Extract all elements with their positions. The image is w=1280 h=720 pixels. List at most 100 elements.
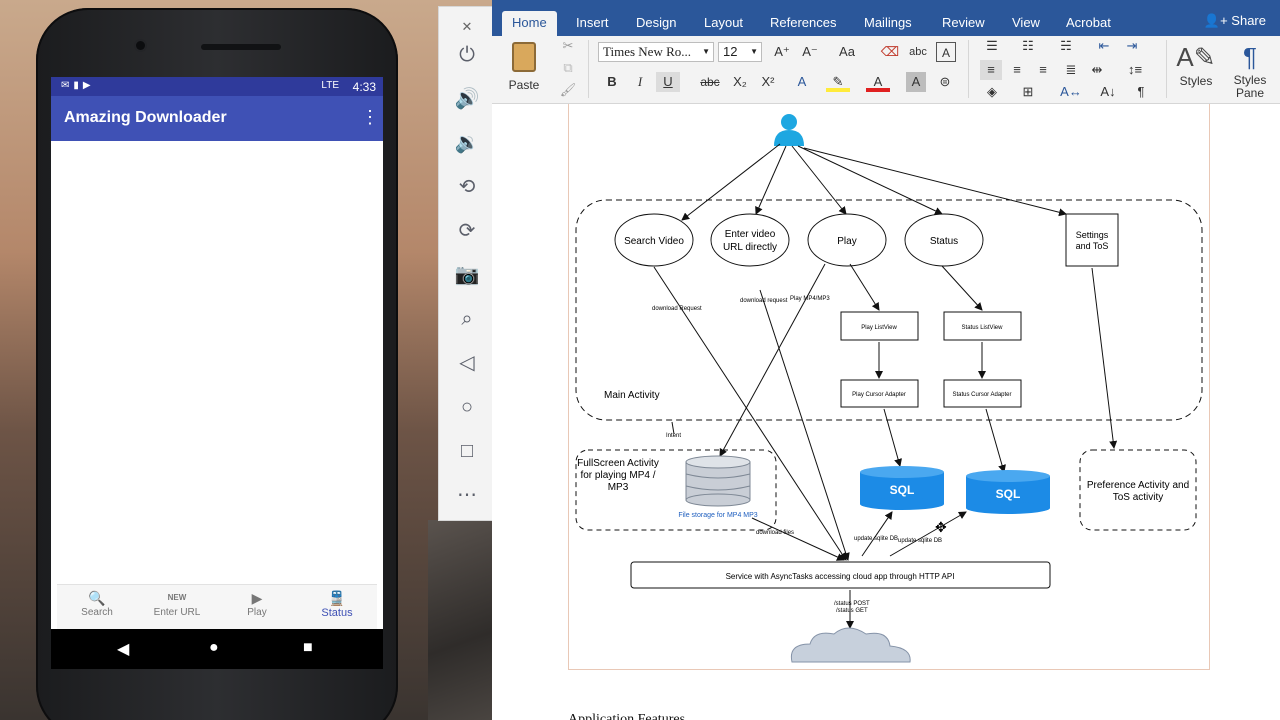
sort-icon[interactable]: A↓ (1100, 84, 1116, 99)
clipboard-icon (512, 42, 536, 72)
cut-icon[interactable]: ✂ (562, 38, 574, 53)
edge-label-status-post: /status POST (834, 601, 870, 607)
decrease-indent-icon[interactable]: ⇤ (1098, 38, 1110, 53)
increase-indent-icon[interactable]: ⇥ (1126, 38, 1138, 53)
tab-mailings[interactable]: Mailings (864, 15, 912, 30)
copy-icon[interactable]: ⧉ (563, 60, 573, 75)
phone-screen[interactable]: ✉▮▶ LTE 4:33 Amazing Downloader ⋮ 🔍 Sear… (51, 77, 383, 669)
shading-icon[interactable]: ◈ (987, 84, 997, 99)
status-listview-node (943, 311, 1022, 341)
multilevel-list-icon[interactable]: ☵ (1060, 38, 1072, 53)
play-listview-label: Play ListView (861, 325, 897, 331)
superscript-icon[interactable]: X² (761, 74, 775, 89)
tab-review[interactable]: Review (942, 15, 985, 30)
enter-url-label-2: URL directly (723, 242, 777, 253)
show-paragraph-marks-icon[interactable]: ¶ (1137, 84, 1145, 99)
back-icon[interactable]: ◀ (117, 641, 130, 658)
close-icon[interactable]: ✕ (461, 19, 473, 34)
home-icon[interactable]: ● (209, 639, 219, 656)
play-node (807, 213, 887, 267)
share-button[interactable]: 👤+ Share (1204, 13, 1266, 29)
preference-label-1: Preference Activity and (1087, 480, 1189, 491)
sql-label-1: SQL (890, 483, 915, 497)
tab-home[interactable]: Home (502, 11, 557, 36)
font-name-value: Times New Ro... (603, 44, 692, 59)
underline-icon[interactable]: U (656, 72, 680, 92)
justify-icon[interactable]: ≣ (1065, 62, 1077, 77)
android-emulator-device: ✉▮▶ LTE 4:33 Amazing Downloader ⋮ 🔍 Sear… (36, 8, 398, 720)
home-icon[interactable]: ○ (460, 396, 474, 418)
strikethrough-icon[interactable]: abc (700, 75, 720, 89)
align-right-icon[interactable]: ≡ (1039, 62, 1047, 77)
tab-design[interactable]: Design (636, 15, 677, 30)
zoom-icon[interactable]: ⌕ (461, 308, 473, 330)
play-icon: ▶ (251, 590, 263, 606)
rotate-right-icon[interactable]: ⟳ (458, 220, 476, 242)
play-cursor-adapter-node (840, 379, 919, 408)
subscript-icon[interactable]: X₂ (733, 74, 747, 89)
enclose-characters-icon[interactable]: ⊜ (939, 74, 951, 89)
settings-node (1065, 213, 1119, 267)
tab-references[interactable]: References (770, 15, 837, 30)
status-node (904, 213, 984, 267)
play-label: Play (837, 236, 856, 247)
edge-label-download-files: download files (756, 530, 794, 536)
document-canvas[interactable]: Main Activity Search Video Enter video U… (492, 104, 1280, 720)
shrink-font-icon[interactable]: A⁻ (802, 44, 818, 59)
edge-label-status-get: /status GET (836, 608, 868, 614)
edge-label-update-db-2: update sqlite DB (898, 538, 942, 544)
power-icon[interactable]: ⏻ (459, 44, 475, 66)
clear-formatting-icon[interactable]: ⌫ (880, 44, 900, 59)
camera-icon[interactable]: 📷 (454, 264, 480, 286)
bold-icon[interactable]: B (607, 74, 617, 89)
recents-icon[interactable]: ■ (303, 639, 313, 656)
font-color-icon[interactable]: A (866, 72, 890, 92)
styles-gallery-button[interactable]: A✎ Styles (1176, 40, 1216, 100)
grow-font-icon[interactable]: A⁺ (774, 44, 790, 59)
styles-pane-button[interactable]: ¶ Styles Pane (1228, 40, 1272, 104)
font-size-select[interactable]: 12 ▼ (718, 42, 762, 62)
more-icon[interactable]: ⋯ (457, 484, 477, 506)
line-spacing-icon[interactable]: ↕≡ (1127, 62, 1143, 77)
asian-layout-icon[interactable]: A↔ (1060, 84, 1082, 99)
tab-view[interactable]: View (1012, 15, 1040, 30)
overflow-menu-icon[interactable]: ⋮ (361, 107, 379, 127)
paste-button[interactable]: Paste (504, 40, 544, 96)
tab-insert[interactable]: Insert (576, 15, 609, 30)
tab-layout[interactable]: Layout (704, 15, 744, 30)
preference-label-2: ToS activity (1113, 492, 1164, 503)
character-shading-icon[interactable]: A (906, 72, 926, 92)
distributed-icon[interactable]: ⇹ (1091, 62, 1103, 77)
tab-acrobat[interactable]: Acrobat (1066, 15, 1111, 30)
numbering-icon[interactable]: ☷ (1022, 38, 1034, 53)
notification-icons: ✉▮▶ (61, 80, 95, 91)
highlight-icon[interactable]: ✎ (826, 72, 850, 92)
styles-label: Styles (1179, 74, 1213, 88)
status-listview-label: Status ListView (962, 325, 1004, 331)
overview-icon[interactable]: □ (460, 440, 474, 462)
nav-item-status[interactable]: 🚆 Status (297, 585, 377, 629)
italic-icon[interactable]: I (637, 74, 643, 89)
text-effects-icon[interactable]: A (797, 74, 807, 89)
rotate-left-icon[interactable]: ⟲ (458, 176, 476, 198)
font-name-select[interactable]: Times New Ro... ▼ (598, 42, 714, 62)
align-left-icon[interactable]: ≡ (980, 60, 1002, 80)
word-window: Home Insert Design Layout References Mai… (492, 0, 1280, 720)
back-icon[interactable]: ◁ (459, 352, 475, 374)
emulator-toolbar: ✕ ⏻ 🔊 🔉 ⟲ ⟳ 📷 ⌕ ◁ ○ □ ⋯ (438, 6, 493, 521)
bullets-icon[interactable]: ☰ (986, 38, 998, 53)
phonetic-guide-icon[interactable]: abc (909, 46, 927, 58)
nav-item-enter-url[interactable]: NEW Enter URL (137, 585, 217, 629)
align-center-icon[interactable]: ≡ (1013, 62, 1021, 77)
nav-item-play[interactable]: ▶ Play (217, 585, 297, 629)
format-painter-icon[interactable]: 🖌 (559, 82, 577, 97)
nav-item-search[interactable]: 🔍 Search (57, 585, 137, 629)
character-border-icon[interactable]: A (936, 42, 956, 62)
main-activity-label: Main Activity (604, 390, 660, 401)
volume-up-icon[interactable]: 🔊 (454, 88, 480, 110)
volume-down-icon[interactable]: 🔉 (454, 132, 480, 154)
ribbon-separator (968, 40, 969, 98)
styles-pane-icon: ¶ (1243, 42, 1257, 72)
change-case-icon[interactable]: Aa (839, 44, 855, 59)
borders-icon[interactable]: ⊞ (1022, 84, 1034, 99)
